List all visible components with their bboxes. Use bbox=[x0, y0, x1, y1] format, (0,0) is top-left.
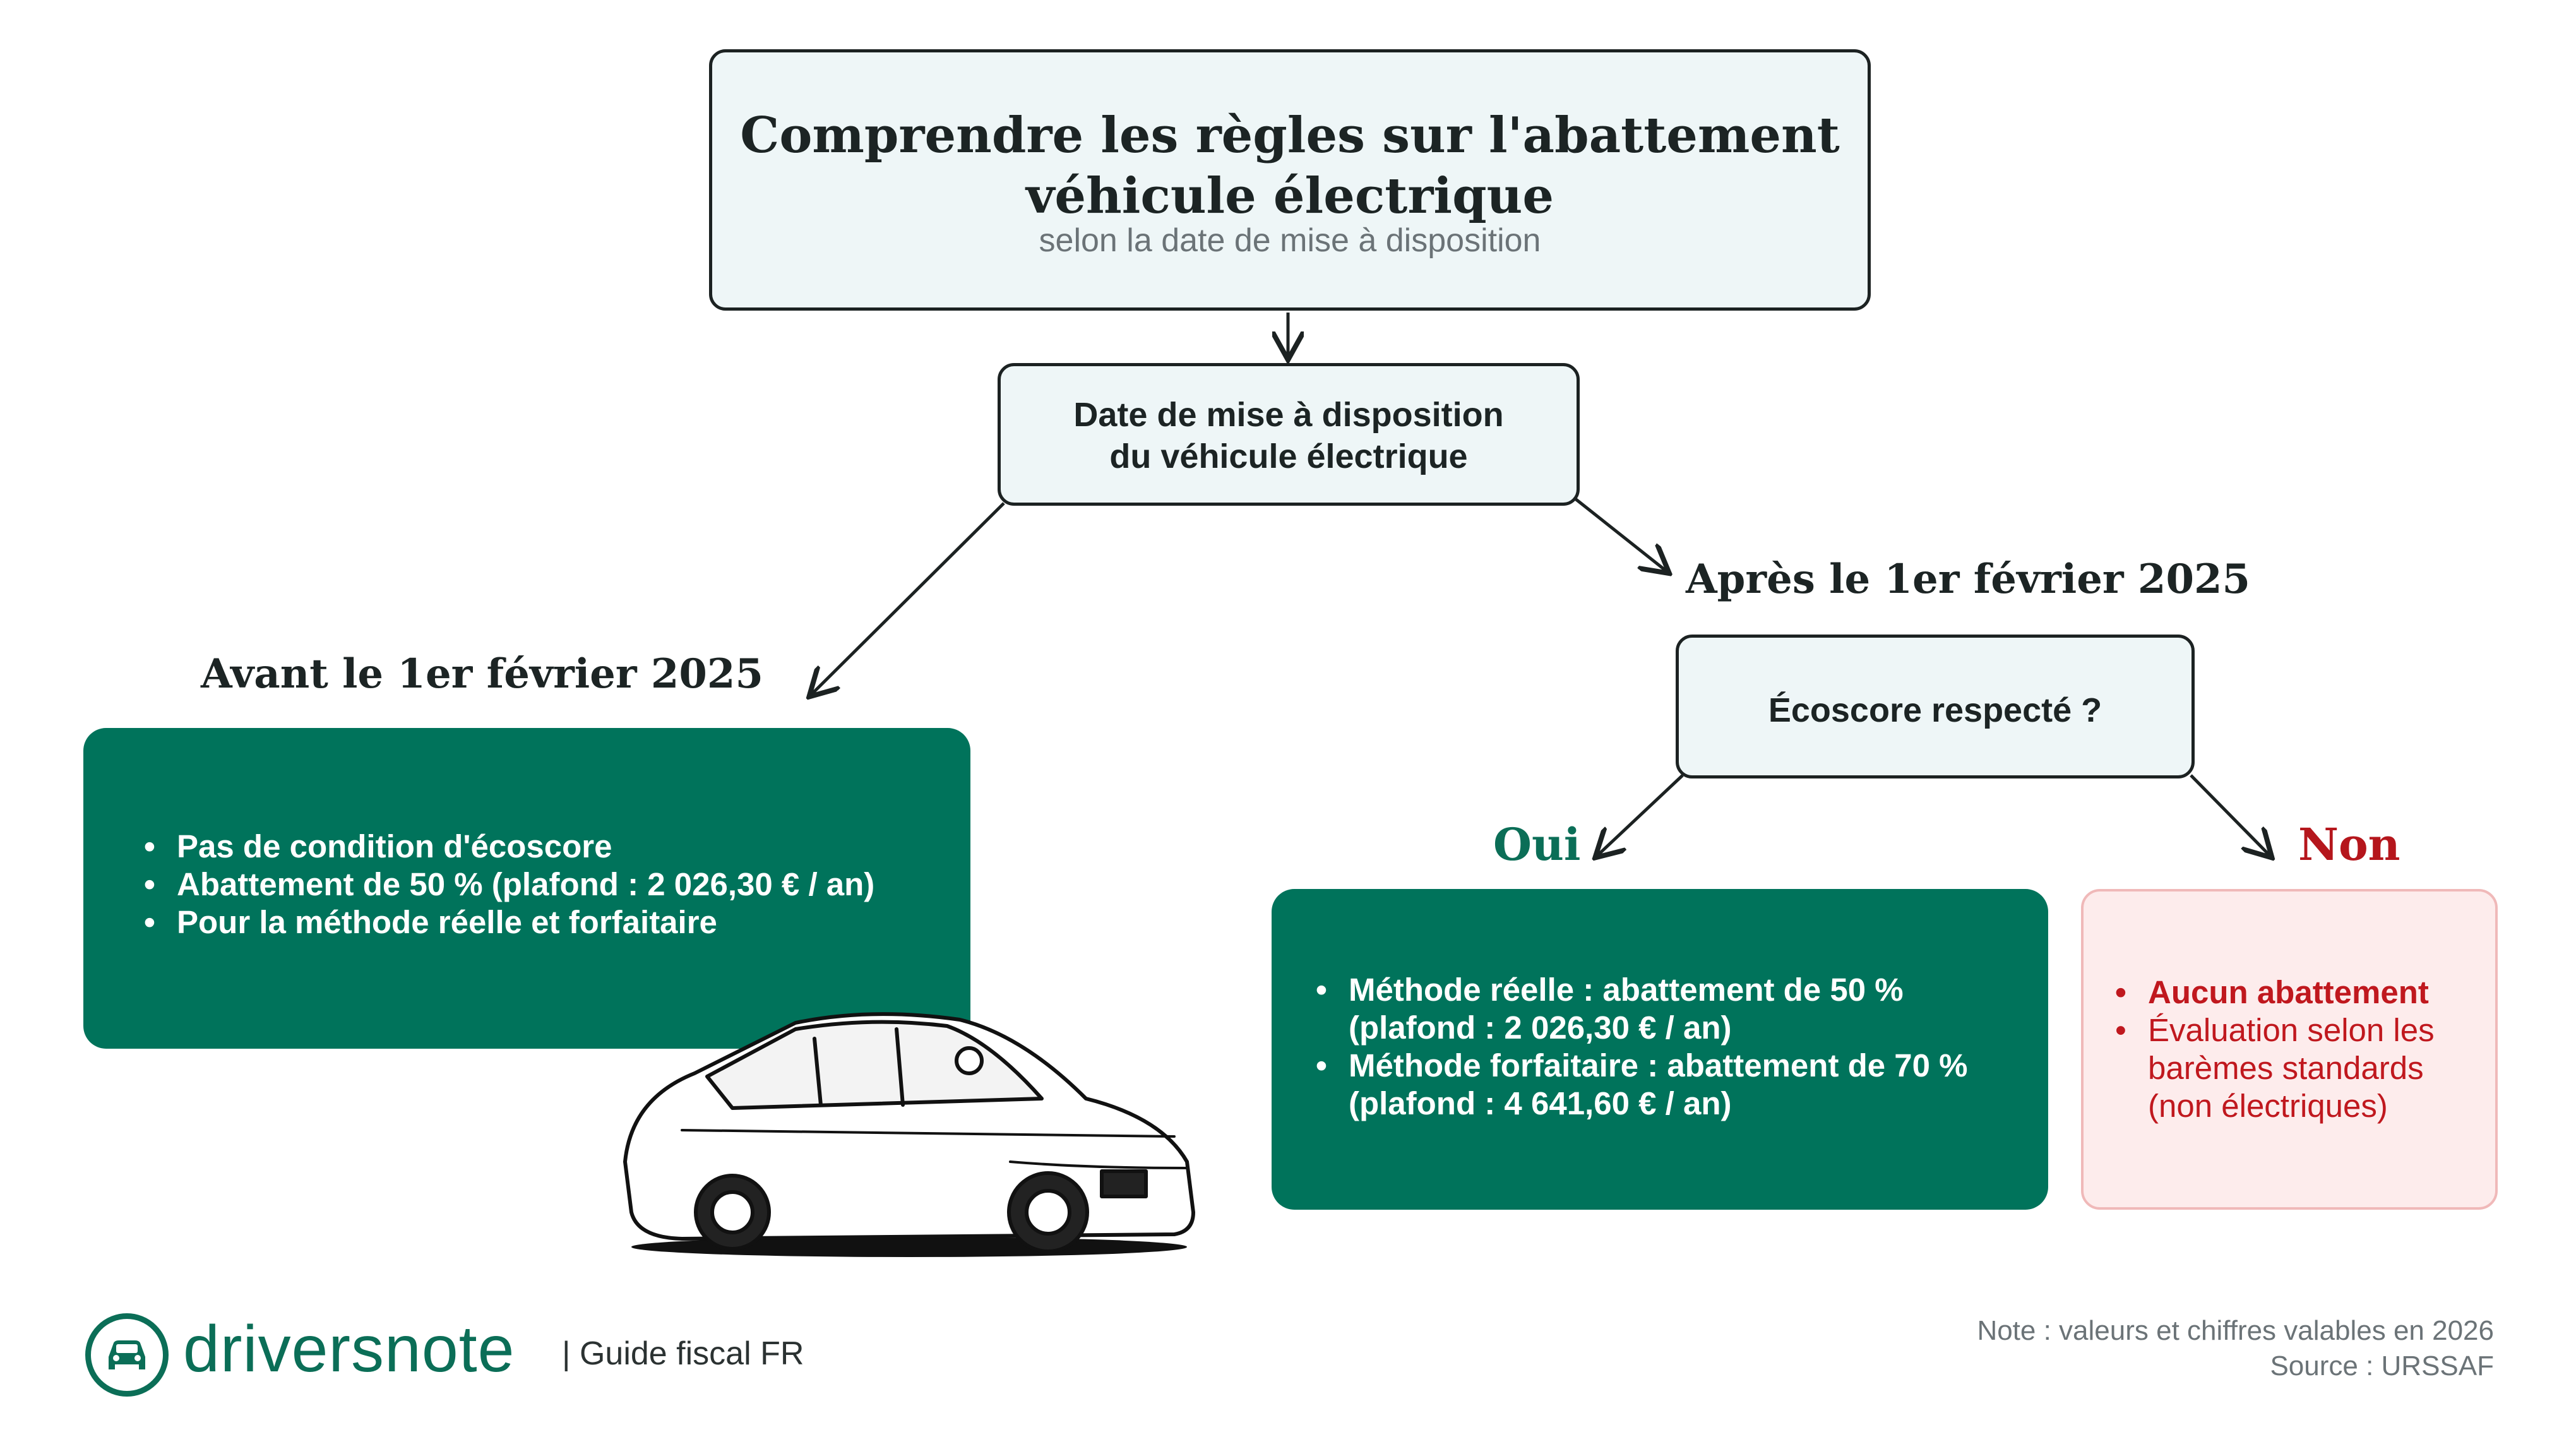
list-item: Aucun abattement bbox=[2115, 974, 2476, 1011]
no-rules-list: Aucun abattement Évaluation selon les ba… bbox=[2115, 974, 2476, 1125]
note-text: Note : valeurs et chiffres valables en 2… bbox=[1977, 1315, 2494, 1346]
question-date: Date de mise à disposition du véhicule é… bbox=[1001, 394, 1577, 477]
arrow-to-before bbox=[811, 502, 1005, 695]
yes-rules-list: Méthode réelle : abattement de 50 % (pla… bbox=[1316, 971, 2023, 1123]
list-item: Pour la méthode réelle et forfaitaire bbox=[144, 903, 958, 941]
question-ecoscore-box: Écoscore respecté ? bbox=[1676, 635, 2195, 778]
footer-note: Note : valeurs et chiffres valables en 2… bbox=[1977, 1313, 2494, 1384]
question-date-line-1: Date de mise à disposition bbox=[1073, 396, 1504, 434]
yes-rules-box: Méthode réelle : abattement de 50 % (pla… bbox=[1272, 889, 2048, 1210]
car-illustration bbox=[623, 1012, 1195, 1257]
arrow-to-yes bbox=[1597, 774, 1684, 856]
title-box: Comprendre les règles sur l'abattement v… bbox=[709, 49, 1871, 311]
source-text: Source : URSSAF bbox=[2270, 1351, 2494, 1381]
question-ecoscore: Écoscore respecté ? bbox=[1768, 691, 2102, 729]
branch-after-label: Après le 1er février 2025 bbox=[1686, 556, 2251, 603]
list-item: Méthode réelle : abattement de 50 % (pla… bbox=[1316, 971, 2023, 1047]
list-item: Abattement de 50 % (plafond : 2 026,30 €… bbox=[144, 866, 958, 903]
list-item: Évaluation selon les barèmes standards (… bbox=[2115, 1011, 2476, 1125]
answer-no-label: Non bbox=[2298, 818, 2400, 871]
title-line-2: véhicule électrique bbox=[1026, 167, 1554, 225]
brand-tagline: | Guide fiscal FR bbox=[562, 1335, 804, 1372]
no-rules-box: Aucun abattement Évaluation selon les ba… bbox=[2081, 889, 2498, 1210]
before-rules-list: Pas de condition d'écoscore Abattement d… bbox=[144, 828, 958, 941]
arrow-to-after bbox=[1574, 498, 1667, 571]
question-date-box: Date de mise à disposition du véhicule é… bbox=[998, 363, 1580, 506]
question-date-line-2: du véhicule électrique bbox=[1109, 438, 1468, 475]
diagram-subtitle: selon la date de mise à disposition bbox=[1039, 222, 1541, 259]
list-item: Méthode forfaitaire : abattement de 70 %… bbox=[1316, 1047, 2023, 1123]
arrow-to-no bbox=[2190, 774, 2270, 856]
before-rules-box: Pas de condition d'écoscore Abattement d… bbox=[83, 728, 970, 1049]
answer-yes-label: Oui bbox=[1493, 818, 1581, 871]
car-logo-icon bbox=[85, 1313, 169, 1397]
list-item: Pas de condition d'écoscore bbox=[144, 828, 958, 866]
branch-before-label: Avant le 1er février 2025 bbox=[201, 650, 763, 698]
title-line-1: Comprendre les règles sur l'abattement bbox=[740, 107, 1840, 164]
brand-name: driversnote bbox=[183, 1313, 515, 1386]
diagram-title: Comprendre les règles sur l'abattement v… bbox=[712, 105, 1868, 227]
